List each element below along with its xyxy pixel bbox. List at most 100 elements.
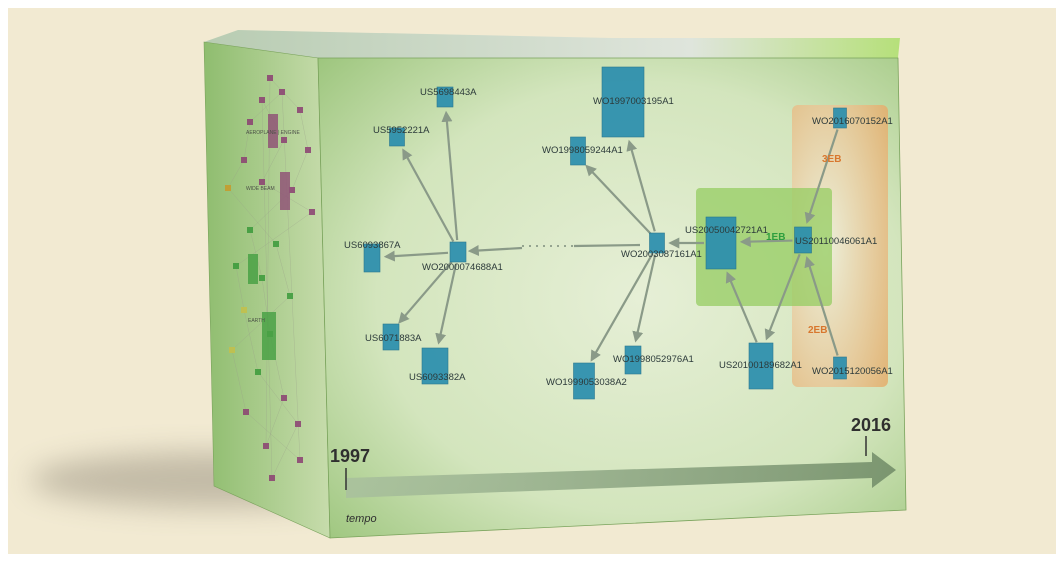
side-node <box>225 185 231 191</box>
patent-node-box <box>449 241 467 263</box>
patent-node-box <box>601 66 645 138</box>
side-node <box>259 275 265 281</box>
patent-label: US20050042721A1 <box>685 225 768 236</box>
side-node <box>279 89 285 95</box>
citation-edge <box>626 139 656 232</box>
patent-label: US6093867A <box>344 240 401 251</box>
timeline-arrow <box>346 452 896 498</box>
citation-edge <box>725 271 758 343</box>
side-edge <box>235 265 245 311</box>
side-edge <box>299 109 309 151</box>
side-edge <box>261 139 285 183</box>
side-node <box>241 307 247 313</box>
region-label-1eb: 1EB <box>766 232 785 243</box>
patent-node-us6071883[interactable]: US6071883A <box>365 323 422 351</box>
side-node <box>269 475 275 481</box>
side-edge <box>227 159 245 189</box>
citation-edge <box>804 129 839 224</box>
side-node <box>233 263 239 269</box>
patent-node-us20050042721[interactable]: US20050042721A1 <box>685 216 768 270</box>
patent-node-wo2016070152[interactable]: WO2016070152A1 <box>812 107 893 129</box>
side-node <box>281 395 287 401</box>
patent-label: WO1999053038A2 <box>546 377 627 388</box>
timeline-end-year: 2016 <box>851 415 891 435</box>
side-panel-label: AEROPLANE | ENGINE <box>246 130 300 136</box>
patent-label: WO2003087161A1 <box>621 249 702 260</box>
patent-node-us20100189682[interactable]: US20100189682A1 <box>719 342 802 390</box>
side-edge <box>231 349 247 413</box>
side-cluster-block <box>280 172 290 210</box>
citation-edge <box>402 148 455 242</box>
citation-edges <box>383 110 839 362</box>
patent-node-us6093382[interactable]: US6093382A <box>409 347 466 385</box>
patent-label: US6093382A <box>409 372 466 383</box>
patent-label: US5952221A <box>373 125 430 136</box>
patent-node-box <box>833 356 847 380</box>
side-node <box>297 107 303 113</box>
side-node <box>247 227 253 233</box>
side-node <box>255 369 261 375</box>
side-cluster-block <box>248 254 258 284</box>
patent-node-us6093867[interactable]: US6093867A <box>344 240 401 273</box>
patent-node-wo1998059244[interactable]: WO1998059244A1 <box>542 136 623 166</box>
citation-edge <box>467 245 523 256</box>
citation-edge <box>764 253 801 341</box>
region-label-2eb: 2EB <box>808 325 827 336</box>
side-edge <box>271 423 299 479</box>
side-edge <box>265 397 285 447</box>
side-edge <box>275 243 291 297</box>
side-edge <box>243 309 259 373</box>
patent-node-wo2015120056[interactable]: WO2015120056A1 <box>812 356 893 380</box>
side-node <box>259 179 265 185</box>
patent-node-box <box>748 342 774 390</box>
patent-nodes: US5952221A US5698443A US6093867A WO20000746… <box>344 66 893 400</box>
patent-node-wo2003087161[interactable]: WO2003087161A1 <box>621 232 702 260</box>
patent-node-box <box>624 345 642 375</box>
side-edge <box>291 149 309 191</box>
patent-node-box <box>573 362 595 400</box>
patent-node-wo1997003195[interactable]: WO1997003195A1 <box>593 66 674 138</box>
side-node <box>247 119 253 125</box>
box-front-face <box>317 57 907 539</box>
side-node <box>297 457 303 463</box>
side-cluster-block <box>268 114 278 148</box>
citation-edge <box>441 110 459 241</box>
patent-node-box <box>382 323 400 351</box>
patent-node-box <box>833 107 847 129</box>
citation-edge <box>435 263 458 345</box>
side-node <box>289 187 295 193</box>
patent-node-wo2000074688[interactable]: WO2000074688A1 <box>422 241 503 273</box>
box-top <box>204 30 900 58</box>
patent-node-us5698443[interactable]: US5698443A <box>420 86 477 108</box>
patent-label: US20100189682A1 <box>719 360 802 371</box>
timeline-start-year: 1997 <box>330 446 370 466</box>
side-edge <box>227 187 277 245</box>
patent-label: WO2000074688A1 <box>422 262 503 273</box>
region-orange <box>792 105 888 387</box>
patent-node-us20110046061[interactable]: US20110046061A1 <box>794 226 878 254</box>
side-node <box>259 97 265 103</box>
region-label-3eb: 3EB <box>822 154 841 165</box>
patent-node-box <box>794 226 812 254</box>
side-node <box>287 293 293 299</box>
patent-node-us5952221[interactable]: US5952221A <box>373 125 430 147</box>
side-panel-label: EARTH <box>248 318 265 324</box>
side-node <box>309 209 315 215</box>
patent-label: WO1997003195A1 <box>593 96 674 107</box>
side-node <box>263 443 269 449</box>
citation-edge <box>573 243 641 248</box>
citation-edge <box>590 253 654 362</box>
citation-edge <box>398 260 453 324</box>
citation-edge <box>383 250 449 262</box>
side-edge <box>257 371 299 425</box>
side-node <box>243 409 249 415</box>
patent-node-wo1999053038[interactable]: WO1999053038A2 <box>546 362 627 400</box>
patent-label: WO2015120056A1 <box>812 366 893 377</box>
side-node <box>281 137 287 143</box>
patent-label: US5698443A <box>420 87 477 98</box>
patent-label: WO2016070152A1 <box>812 116 893 127</box>
patent-node-box <box>389 127 405 147</box>
patent-node-wo1998052976[interactable]: WO1998052976A1 <box>613 345 694 375</box>
